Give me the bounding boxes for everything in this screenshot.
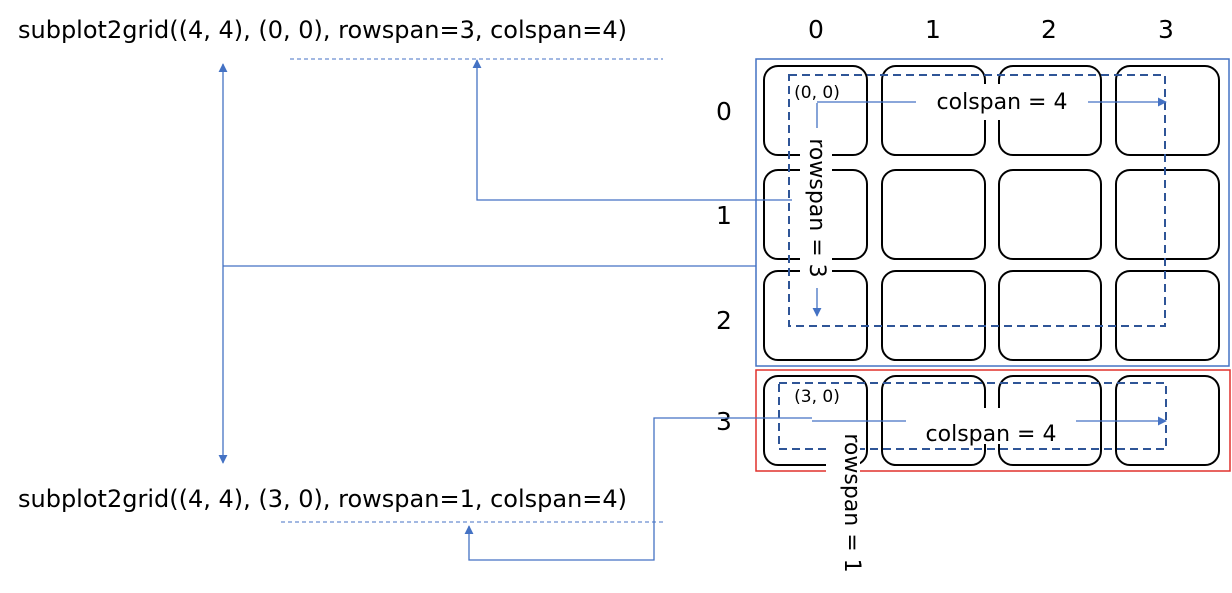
col-index-3: 3 xyxy=(1158,15,1174,44)
row-index-2: 2 xyxy=(716,306,732,335)
grid-cell-1-1 xyxy=(881,169,986,260)
col-index-0: 0 xyxy=(808,15,824,44)
top-rowspan-label: rowspan = 3 xyxy=(804,138,829,277)
bottom-colspan-label-bg xyxy=(906,408,1076,444)
grid-cell-2-2 xyxy=(998,270,1102,361)
top-colspan-label: colspan = 4 xyxy=(937,90,1068,115)
grid-cell-2-3 xyxy=(1115,270,1220,361)
bottom-origin-label: (3, 0) xyxy=(794,387,840,407)
bottom-colspan-label: colspan = 4 xyxy=(926,422,1057,447)
top-origin-arrow xyxy=(472,59,792,201)
grid-cell-2-1 xyxy=(881,270,986,361)
top-rowspan-label-bg xyxy=(800,128,832,288)
bottom-span-region xyxy=(778,382,1167,450)
top-span-region xyxy=(788,74,1166,327)
bottom-rowspan-label: rowspan = 1 xyxy=(839,433,864,572)
bottom-origin-arrow xyxy=(464,417,812,561)
top-origin-label: (0, 0) xyxy=(794,83,840,103)
row-index-1: 1 xyxy=(716,201,732,230)
col-index-2: 2 xyxy=(1041,15,1057,44)
bottom-code-line: subplot2grid((4, 4), (3, 0), rowspan=1, … xyxy=(18,485,627,513)
row-index-3: 3 xyxy=(716,407,732,436)
row-index-0: 0 xyxy=(716,97,732,126)
grid-cell-0-3 xyxy=(1115,65,1220,156)
col-index-1: 1 xyxy=(925,15,941,44)
grid-cell-1-2 xyxy=(998,169,1102,260)
bottom-subplot-frame xyxy=(755,369,1231,472)
grid-cell-1-3 xyxy=(1115,169,1220,260)
top-subplot-frame xyxy=(755,58,1230,367)
top-colspan-label-bg xyxy=(916,84,1088,120)
top-code-line: subplot2grid((4, 4), (0, 0), rowspan=3, … xyxy=(18,16,627,44)
bottom-rowspan-label-bg xyxy=(826,430,860,580)
